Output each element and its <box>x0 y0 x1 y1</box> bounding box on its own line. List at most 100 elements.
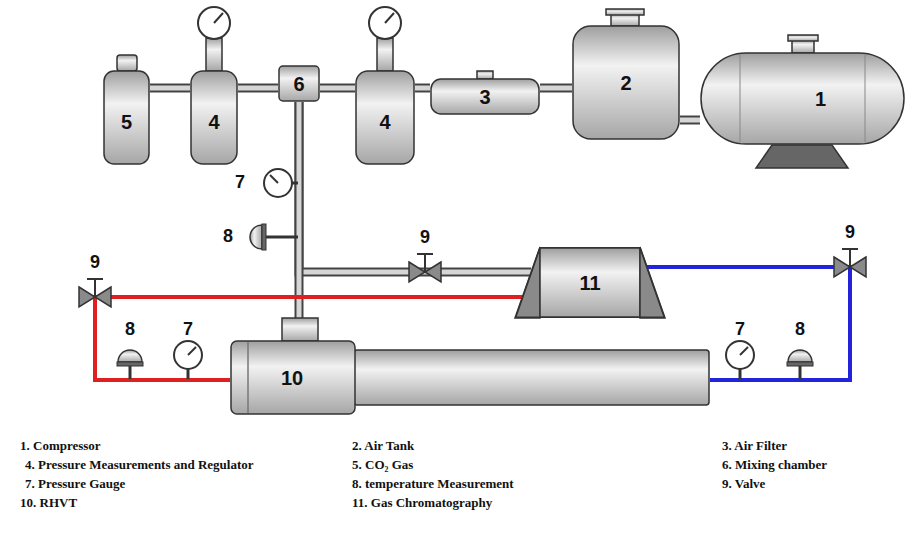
sensor-stem <box>799 366 802 379</box>
pressure-regulator: 4 <box>190 70 238 165</box>
key-entry: 5. CO₂ Gas <box>352 457 413 472</box>
vortex-tube: 10 <box>230 340 710 415</box>
gauge-needle <box>270 175 278 183</box>
valve-symbol <box>79 279 111 307</box>
callout-number: 11 <box>579 272 600 294</box>
gauge-dial <box>174 341 202 369</box>
gas-pipe <box>680 120 700 121</box>
gauge-needle <box>740 347 748 355</box>
gauge-dial <box>369 7 401 39</box>
sensor-dome <box>250 225 262 249</box>
callout-number: 5 <box>121 111 132 133</box>
valve-body <box>79 287 95 307</box>
valve-handle <box>417 253 433 255</box>
valve-stem <box>849 249 851 267</box>
callout-number: 9 <box>420 227 430 247</box>
mixing-chamber: 6 <box>278 65 320 102</box>
key-entry: 10. RHVT <box>20 495 77 510</box>
gas-pipe <box>415 88 430 89</box>
callout-number: 7 <box>735 319 745 339</box>
pipe-line <box>680 118 700 123</box>
pipe-line <box>238 86 278 91</box>
valve-stem <box>94 279 96 297</box>
pressure-gauge <box>726 341 754 379</box>
temperature-sensor <box>117 350 143 379</box>
pipe-line <box>540 86 572 91</box>
callout-number: 8 <box>223 226 233 246</box>
gas-cylinder: 5 <box>103 70 150 165</box>
gauge-stem <box>206 38 222 71</box>
callout-number: 9 <box>90 252 100 272</box>
callout-number: 8 <box>125 319 135 339</box>
tank-cap-top <box>606 9 644 15</box>
gas-pipe <box>320 88 355 89</box>
callout-number: 4 <box>379 111 390 133</box>
pressure-gauge <box>264 169 298 197</box>
gauge-stem <box>377 38 393 71</box>
gas-pipe <box>299 102 531 272</box>
sensor-stem <box>129 366 132 379</box>
pipe-line <box>680 116 700 125</box>
callout-number: 6 <box>293 73 304 95</box>
gauge-dial <box>264 169 292 197</box>
gas-chromatograph: 11 <box>515 247 665 318</box>
valve-body <box>425 262 441 282</box>
callout-number: 7 <box>183 319 193 339</box>
valve-body <box>409 262 425 282</box>
key-entry: 1. Compressor <box>20 438 101 453</box>
temperature-sensor <box>250 224 298 250</box>
pipe-line <box>415 86 430 91</box>
key-entry: 9. Valve <box>722 476 765 491</box>
pressure-regulator: 4 <box>355 70 415 165</box>
compressor-body-outline <box>700 52 905 145</box>
key-entry: 6. Mixing chamber <box>722 457 827 472</box>
pipe-line <box>238 84 278 93</box>
compressor-knob <box>792 40 814 53</box>
pipe-line <box>150 86 190 91</box>
gas-pipe <box>150 88 190 89</box>
gas-pipe <box>238 88 278 89</box>
key-entry: 7. Pressure Gauge <box>25 476 125 491</box>
callout-number: 9 <box>845 222 855 242</box>
gauge-needle <box>385 13 394 23</box>
air-tank: 2 <box>572 25 680 140</box>
callout-number: 10 <box>281 367 303 389</box>
regulator-gauge <box>369 7 401 71</box>
compressor-body: 1 <box>700 52 905 145</box>
gauge-stem <box>739 369 742 379</box>
key-entry: 3. Air Filter <box>722 438 787 453</box>
callout-number: 8 <box>795 319 805 339</box>
filter-knob <box>477 71 493 79</box>
compressor-knob-top <box>788 35 818 41</box>
sensor-stem <box>266 236 298 239</box>
gauge-needle <box>188 347 196 355</box>
callout-number: 7 <box>235 172 245 192</box>
callout-number: 3 <box>479 86 490 108</box>
valve-body <box>834 257 850 277</box>
valve-handle <box>87 278 103 280</box>
valve-handle <box>842 248 858 250</box>
key-entry: 2. Air Tank <box>352 438 414 453</box>
sensor-base <box>787 362 813 366</box>
gas-pipe <box>299 102 300 340</box>
regulator-gauge <box>198 7 230 71</box>
valve-stem <box>424 254 426 272</box>
gauge-dial <box>726 341 754 369</box>
compressor-stand <box>756 145 848 168</box>
gauge-stem <box>187 369 190 379</box>
key-entry: 11. Gas Chromatography <box>352 495 492 510</box>
pipe-line <box>297 102 302 340</box>
pipe-line <box>415 84 430 93</box>
valve-body <box>850 257 866 277</box>
gauge-needle <box>214 13 223 23</box>
valve-symbol <box>834 249 866 277</box>
callout-number: 4 <box>208 111 219 133</box>
air-filter: 3 <box>430 78 540 115</box>
pipe-line <box>540 84 572 93</box>
rhvt-inlet <box>282 318 318 341</box>
pressure-gauge <box>174 341 202 379</box>
callout-number: 1 <box>815 88 826 110</box>
sensor-dome <box>118 350 142 362</box>
pipe-line <box>299 102 531 272</box>
key-entry: 8. temperature Measurement <box>352 476 514 491</box>
